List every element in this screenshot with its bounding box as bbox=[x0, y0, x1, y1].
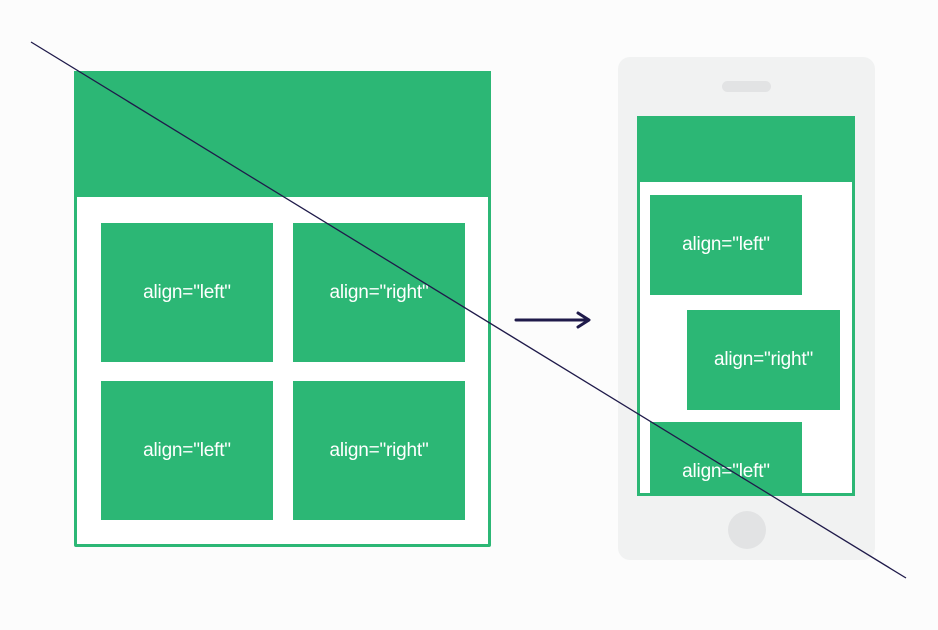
arrow-right-icon bbox=[514, 311, 591, 329]
phone-screen: align="left" align="right" align="left" bbox=[637, 116, 855, 496]
desktop-header-bar bbox=[74, 71, 491, 197]
desktop-box-label: align="left" bbox=[143, 281, 231, 303]
phone-box-left-2: align="left" bbox=[650, 422, 802, 493]
phone-home-button bbox=[728, 511, 766, 549]
phone-speaker bbox=[722, 81, 771, 92]
phone-box-right-1: align="right" bbox=[687, 310, 840, 410]
desktop-box-right-2: align="right" bbox=[293, 381, 465, 520]
phone-box-label: align="right" bbox=[713, 349, 814, 370]
desktop-box-left-1: align="left" bbox=[101, 223, 273, 362]
desktop-mockup: align="left" align="right" align="left" … bbox=[74, 71, 491, 547]
desktop-box-label: align="right" bbox=[329, 439, 429, 461]
phone-box-label: align="left" bbox=[682, 234, 770, 255]
desktop-box-right-1: align="right" bbox=[293, 223, 465, 362]
phone-mockup: align="left" align="right" align="left" bbox=[618, 57, 875, 560]
desktop-box-label: align="left" bbox=[143, 439, 231, 461]
desktop-box-label: align="right" bbox=[329, 281, 429, 303]
phone-box-label: align="left" bbox=[682, 461, 770, 482]
phone-header-bar bbox=[640, 119, 852, 182]
desktop-box-left-2: align="left" bbox=[101, 381, 273, 520]
phone-box-left-1: align="left" bbox=[650, 195, 802, 295]
